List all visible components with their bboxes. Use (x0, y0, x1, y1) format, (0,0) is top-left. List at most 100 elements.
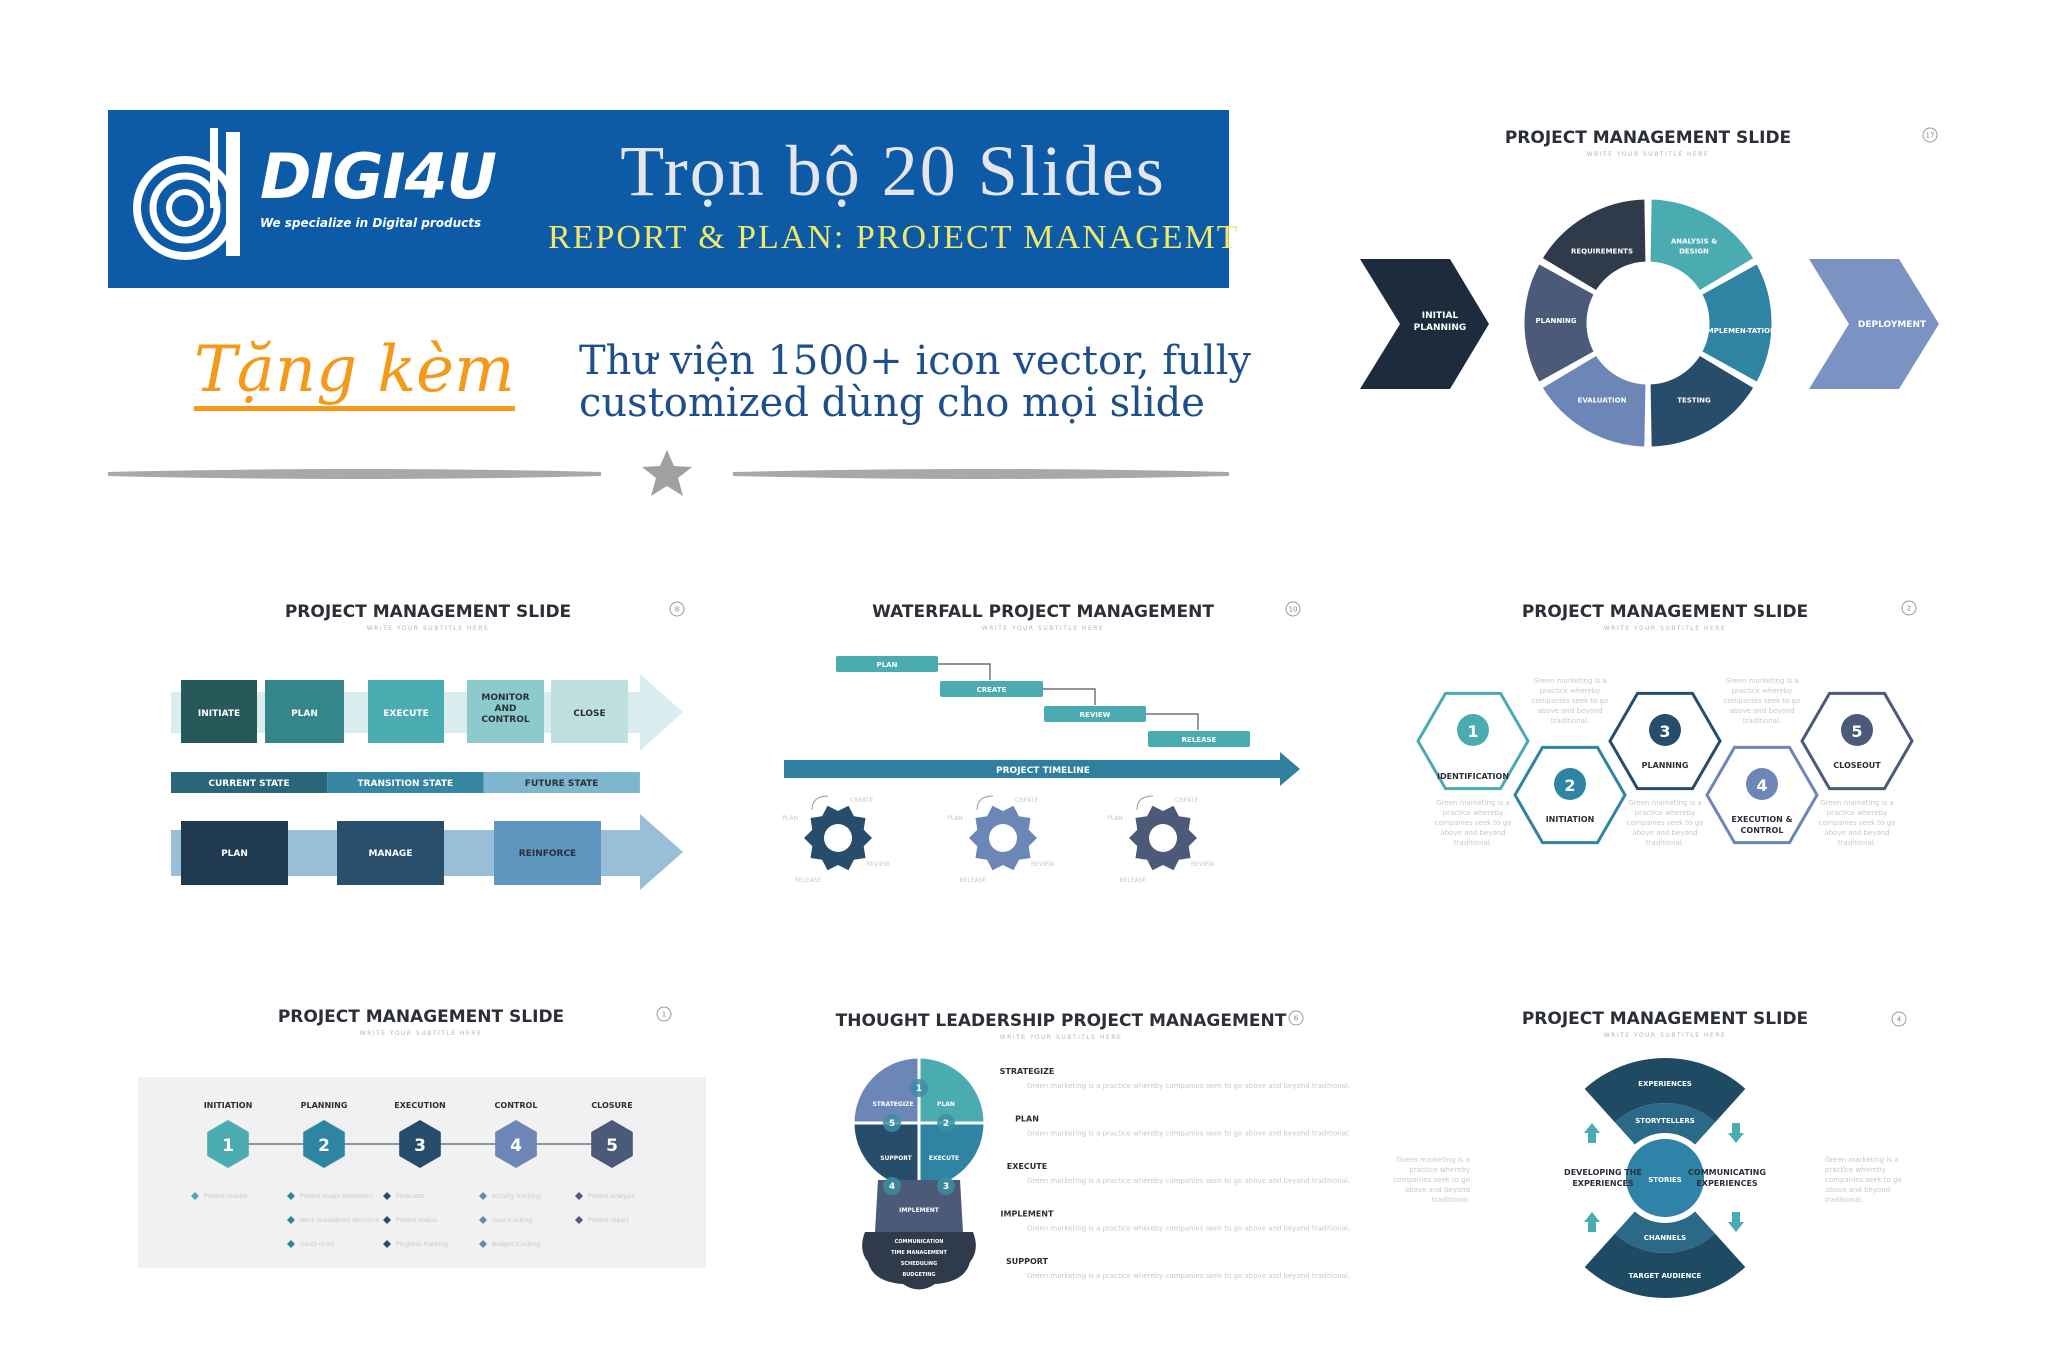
step-number-circle (1746, 768, 1778, 800)
waterfall-connector (1043, 688, 1096, 705)
phase-label-line: CONTROL (481, 715, 530, 725)
bullet-icon (575, 1216, 583, 1224)
arrow-down-icon (1728, 1212, 1744, 1232)
cycle-segment-label: TESTING (1677, 397, 1711, 405)
project-timeline-arrow (784, 752, 1300, 786)
banner-subtitle: REPORT & PLAN: PROJECT MANAGEMT (548, 219, 1240, 256)
bulb-base-label: TIME MANAGEMENT (891, 1250, 947, 1256)
step-description-line: companies seek to go (1532, 697, 1609, 705)
digi4u-logo (133, 128, 240, 260)
step-description-line: above and beyond (1824, 829, 1889, 837)
cycle-segment-label-line: TESTING (1677, 397, 1711, 405)
phase-box (265, 680, 344, 743)
waterfall-step (836, 656, 938, 672)
step-description-line: companies seek to go (1627, 819, 1704, 827)
cycle-segment (1647, 196, 1758, 295)
phase-box (551, 680, 628, 743)
stage-bullet: Project charter (204, 1193, 249, 1200)
stage-bullet: Progress tracking (396, 1241, 448, 1248)
cycle-arrow-icon (1136, 795, 1154, 811)
page-number-badge (656, 1006, 672, 1022)
step-number-circle (1457, 714, 1489, 746)
developing-label-line: EXPERIENCES (1572, 1179, 1634, 1188)
step-label: INITIATION (1546, 815, 1595, 824)
thought-description: Green marketing is a practice whereby co… (1027, 1177, 1350, 1185)
cycle-segment-label-line: ANALYSIS & (1671, 237, 1717, 245)
waterfall-step-label: REVIEW (1080, 711, 1111, 719)
gear-label: CREATE (1175, 797, 1198, 804)
gift-label: Tặng kèm (194, 334, 515, 411)
phase-label: PLAN (221, 849, 248, 859)
thought-description: Green marketing is a practice whereby co… (1027, 1082, 1350, 1090)
stage-label: CLOSURE (591, 1101, 632, 1110)
bulb-number-circle (883, 1177, 901, 1195)
gear-label: CREATE (1015, 797, 1038, 804)
bulb-number: 1 (916, 1084, 922, 1094)
bulb-label: STRATEGIZE (872, 1101, 913, 1108)
cycle-segment (1538, 351, 1649, 450)
initial-planning-chevron (1360, 259, 1489, 389)
logo-tagline: We specialize in Digital products (260, 216, 482, 230)
step-description-line: practice whereby (1443, 809, 1504, 817)
slide-title: PROJECT MANAGEMENT SLIDE (278, 1007, 564, 1027)
step-number-circle (1841, 714, 1873, 746)
stage-hexagon (207, 1120, 249, 1168)
storytellers-wedge (1614, 1103, 1716, 1145)
cycle-arrow-icon (811, 795, 829, 811)
bulb-label: IMPLEMENT (899, 1207, 940, 1214)
thought-heading: PLAN (1015, 1115, 1039, 1124)
stage-bullet: Goal tracking (492, 1217, 532, 1224)
step-description-line: Green marketing is a (1436, 799, 1509, 807)
step-description-line: above and beyond (1440, 829, 1505, 837)
bulb-base-label: COMMUNICATION (895, 1239, 944, 1245)
bulb-quadrant (917, 1055, 987, 1125)
page-number-badge (669, 601, 685, 617)
page-number-badge (1891, 1011, 1907, 1027)
bulb-label: PLAN (937, 1101, 955, 1108)
stage-bullet: Project scope statement (300, 1193, 373, 1200)
stage-bullet: Project analysis (588, 1193, 635, 1200)
bullet-icon (479, 1192, 487, 1200)
stage-label: CONTROL (495, 1101, 538, 1110)
step-label-line: CLOSEOUT (1833, 761, 1881, 770)
slide-subtitle: WRITE YOUR SUBTITLE HERE (1000, 1034, 1122, 1041)
step-description-line: companies seek to go (1819, 819, 1896, 827)
page-number: 1 (662, 1011, 666, 1019)
cycle-segment-label: ANALYSIS &DESIGN (1671, 237, 1717, 255)
state-label: FUTURE STATE (525, 779, 599, 789)
stage-bullet: Activity tracking (492, 1193, 541, 1200)
step-description-line: above and beyond (1632, 829, 1697, 837)
phase-label: INITIATE (198, 709, 240, 719)
right-description-line: above and beyond (1825, 1186, 1890, 1194)
bullet-icon (575, 1192, 583, 1200)
library-line: customized dùng cho mọi slide (579, 380, 1205, 426)
phase-label-line: EXECUTE (383, 709, 428, 719)
cycle-segment-label: REQUIREMENTS (1571, 247, 1633, 255)
communicating-label-line: COMMUNICATING (1688, 1168, 1766, 1177)
target-audience-wedge (1584, 1233, 1746, 1298)
step-description-line: traditional. (1646, 839, 1684, 847)
cycle-arrow-icon (976, 795, 994, 811)
stage-number: 4 (510, 1136, 522, 1156)
ring-label: EXPERIENCES (1638, 1080, 1692, 1088)
step-label-line: IDENTIFICATION (1437, 772, 1509, 781)
arrow-up-icon (1584, 1212, 1600, 1232)
step-description-line: Green marketing is a (1725, 677, 1798, 685)
waterfall-step-label: RELEASE (1182, 736, 1217, 744)
stage-bullet: Work breakdown structure (300, 1217, 380, 1224)
phase-box (494, 821, 601, 885)
bulb-base (862, 1232, 976, 1290)
step-description-line: traditional. (1454, 839, 1492, 847)
bulb-number-circle (883, 1114, 901, 1132)
arrow-down-icon (1728, 1123, 1744, 1143)
state-segment (171, 772, 328, 793)
logo-wordmark: DIGI4U (260, 140, 497, 213)
gear-label: RELEASE (1120, 877, 1147, 884)
bulb-label: EXECUTE (929, 1155, 959, 1162)
